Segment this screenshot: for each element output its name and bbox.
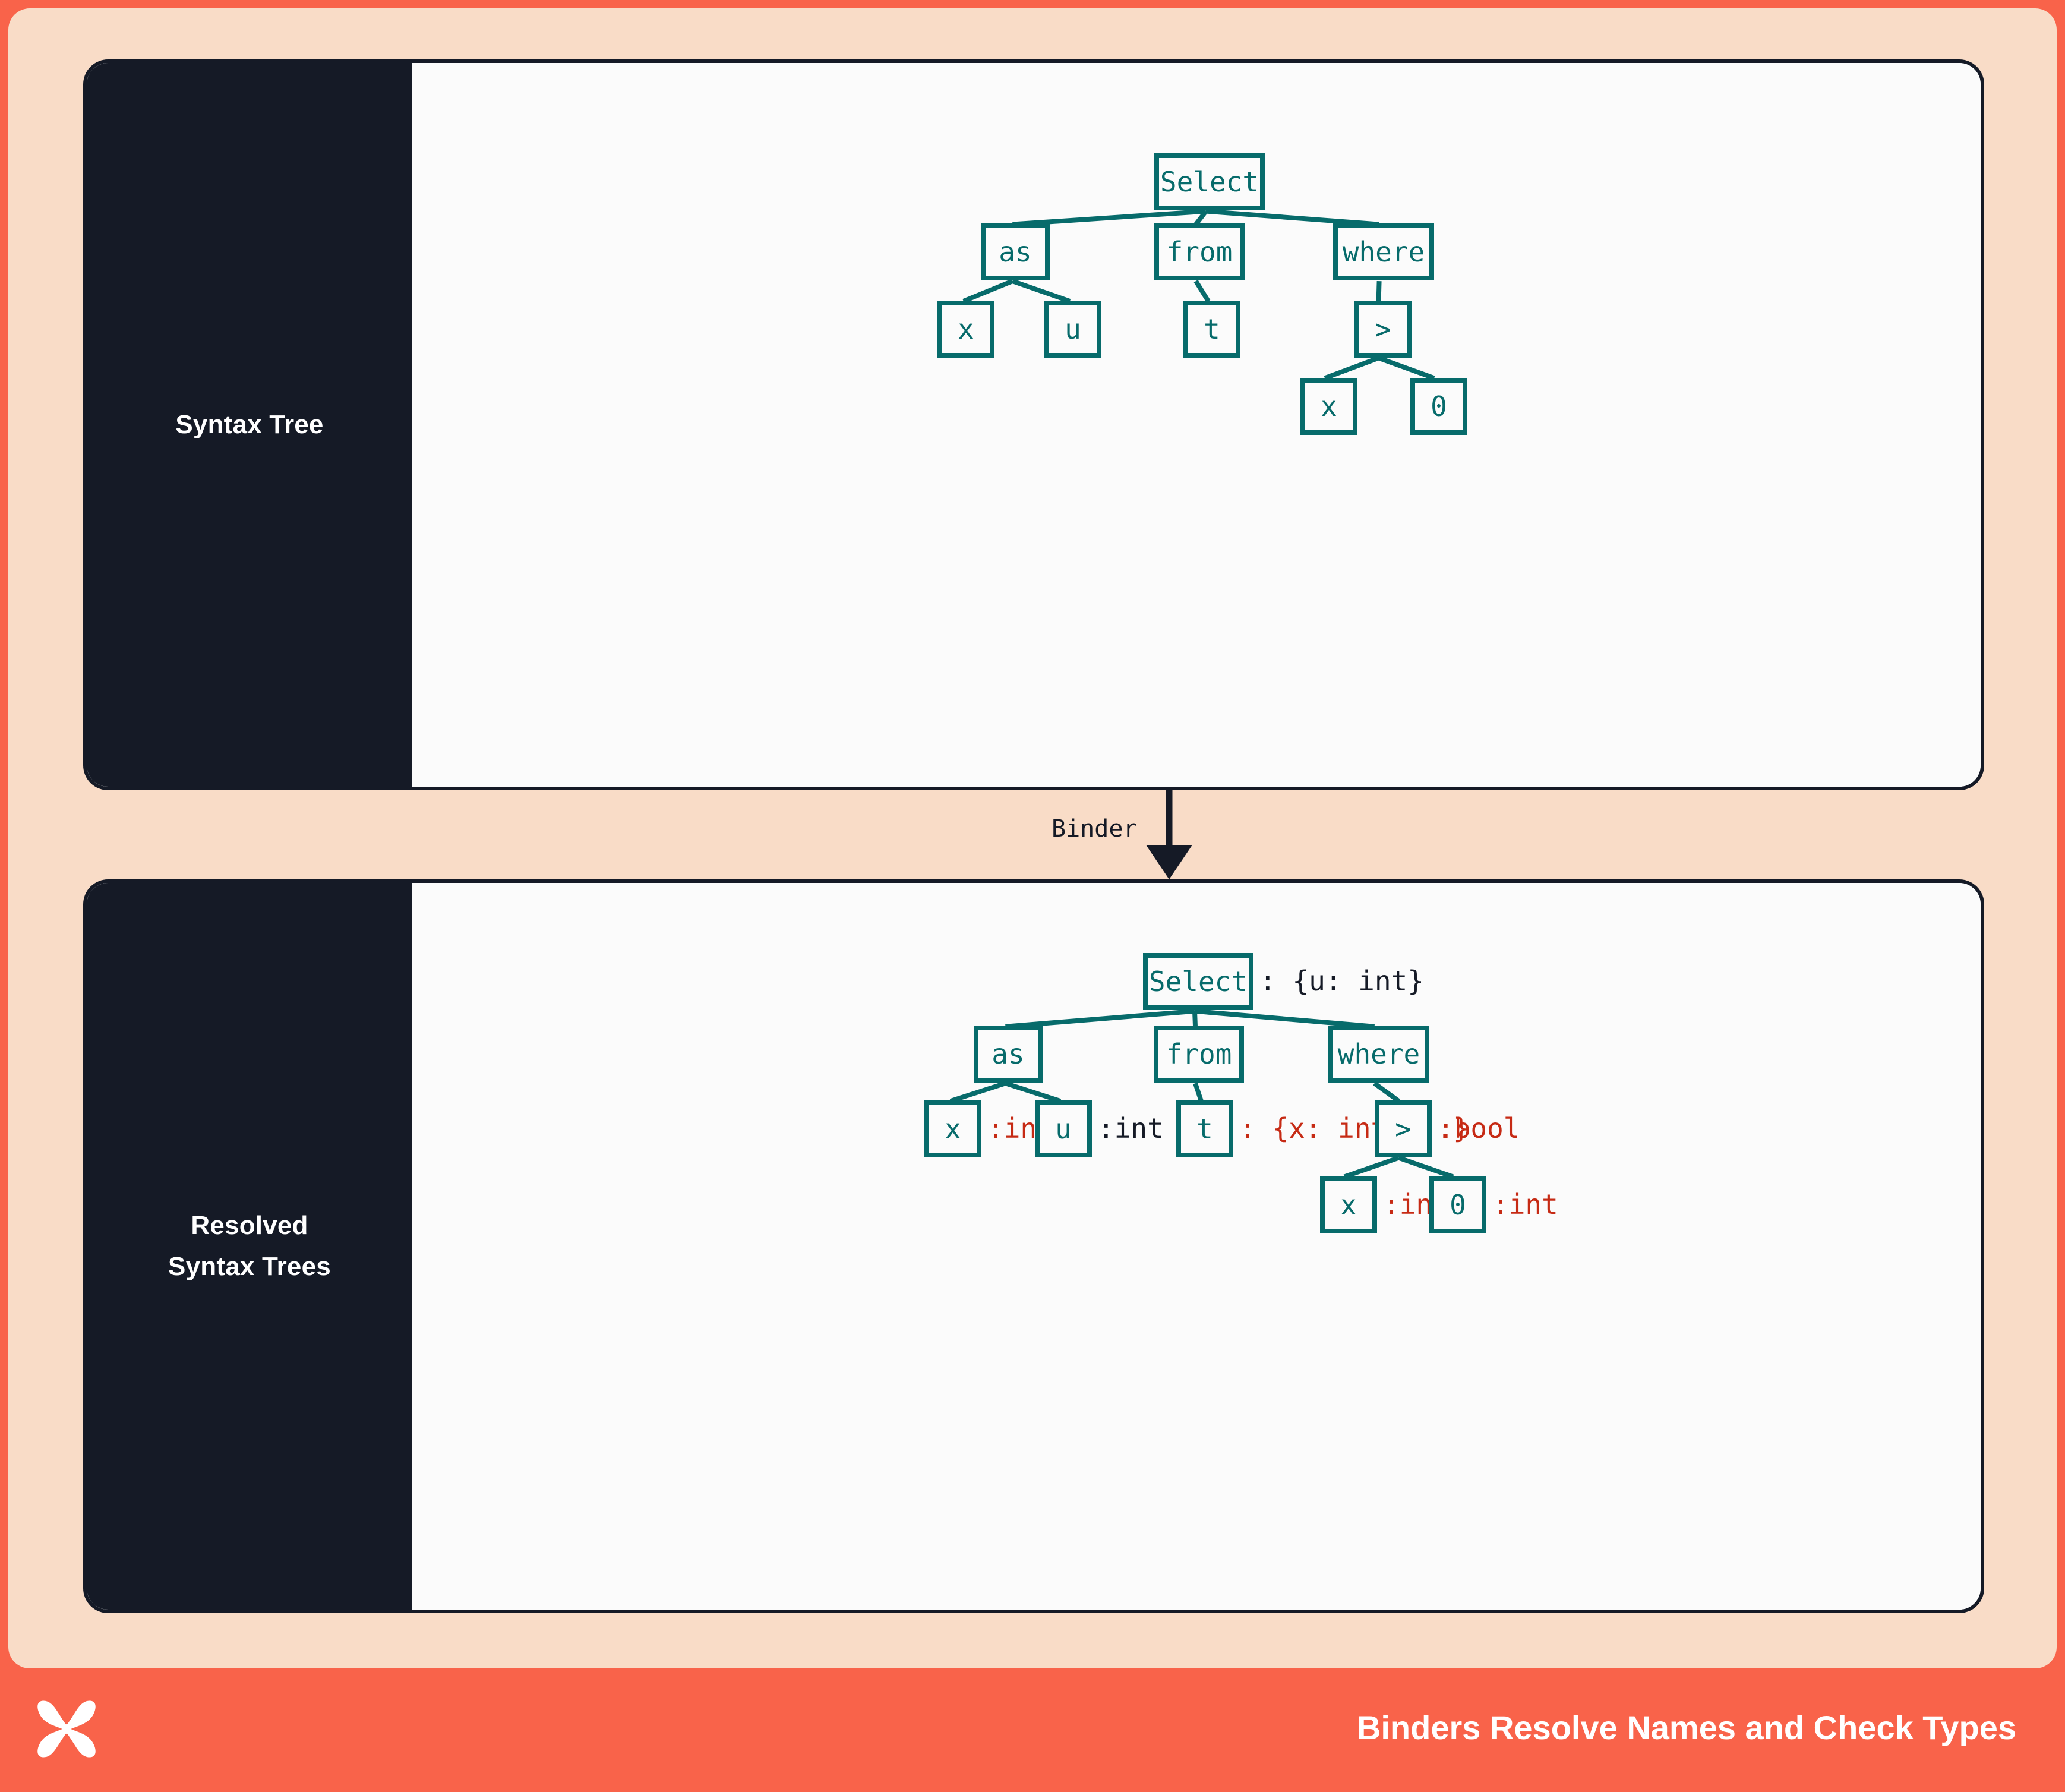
syntax-tree-node-gt[interactable]: > — [1354, 301, 1412, 358]
footer-bar: Binders Resolve Names and Check Types — [0, 1668, 2065, 1792]
syntax-tree-edge — [1324, 355, 1379, 381]
syntax-tree-edge — [1193, 210, 1208, 226]
syntax-tree-node-zero[interactable]: 0 — [1410, 378, 1467, 435]
resolved-tree-type-annotation-select: : {u: int} — [1259, 965, 1424, 997]
sidebar-label-syntax-tree: Syntax Tree — [87, 63, 412, 787]
binder-transition — [83, 790, 1984, 879]
resolved-tree-node-label: as — [992, 1038, 1025, 1070]
resolved-tree-node-label: where — [1337, 1038, 1420, 1070]
resolved-tree-node-t[interactable]: t — [1176, 1100, 1233, 1157]
syntax-tree-node-label: u — [1065, 313, 1081, 345]
syntax-tree-node-label: > — [1375, 313, 1391, 345]
resolved-tree-canvas: Select : {u: int} as from where x :int u :int t : … — [412, 883, 1981, 1610]
syntax-tree-node-from[interactable]: from — [1154, 223, 1245, 280]
syntax-tree-node-where[interactable]: where — [1333, 223, 1434, 280]
syntax-tree-node-label: 0 — [1431, 390, 1447, 422]
resolved-tree-edge — [1005, 1008, 1195, 1029]
resolved-tree-edges — [949, 1008, 1454, 1179]
resolved-tree-edge — [1398, 1155, 1454, 1179]
syntax-tree-node-x1[interactable]: x — [937, 301, 994, 358]
resolved-tree-node-label: Select — [1148, 966, 1248, 998]
resolved-tree-node-label: x — [945, 1113, 961, 1145]
syntax-tree-canvas: Select as from where x u t > x 0 — [412, 63, 1981, 787]
resolved-tree-node-label: t — [1196, 1113, 1213, 1145]
panel-syntax-tree: Syntax Tree Select as from where x u t > x 0 — [83, 59, 1984, 790]
syntax-tree-edge — [1193, 280, 1211, 303]
resolved-tree-node-label: > — [1395, 1113, 1412, 1145]
resolved-tree-type-annotation-u: :int — [1098, 1112, 1164, 1144]
syntax-tree-node-label: where — [1342, 236, 1425, 268]
syntax-tree-edges — [962, 209, 1435, 381]
syntax-tree-edge — [1012, 279, 1071, 304]
resolved-tree-node-label: x — [1340, 1189, 1357, 1221]
resolved-tree-edge — [1005, 1081, 1062, 1103]
resolved-tree-node-x2[interactable]: x — [1320, 1176, 1377, 1233]
resolved-tree-edge — [1194, 1008, 1375, 1029]
syntax-tree-node-select[interactable]: Select — [1154, 153, 1265, 210]
resolved-tree-type-annotation-zero: :int — [1492, 1188, 1558, 1220]
resolved-tree-node-label: 0 — [1450, 1189, 1466, 1221]
syntax-tree-node-x2[interactable]: x — [1300, 378, 1357, 435]
x-butterfly-logo-icon — [37, 1700, 96, 1758]
binder-label: Binder — [1052, 815, 1138, 843]
resolved-tree-node-u[interactable]: u — [1035, 1100, 1092, 1157]
syntax-tree-node-label: as — [999, 236, 1032, 268]
resolved-tree-node-select[interactable]: Select — [1143, 953, 1253, 1010]
syntax-tree-node-u[interactable]: u — [1044, 301, 1101, 358]
syntax-tree-node-as[interactable]: as — [981, 223, 1050, 280]
resolved-tree-edge — [1193, 1082, 1204, 1102]
resolved-tree-node-as[interactable]: as — [974, 1026, 1043, 1083]
syntax-tree-node-t[interactable]: t — [1183, 301, 1240, 358]
syntax-tree-node-label: t — [1204, 313, 1220, 345]
resolved-tree-node-where[interactable]: where — [1328, 1026, 1429, 1083]
resolved-tree-node-label: u — [1055, 1113, 1072, 1145]
binder-arrow-icon — [1146, 790, 1192, 879]
resolved-tree-node-x1[interactable]: x — [924, 1100, 981, 1157]
syntax-tree-edge — [1378, 355, 1435, 381]
syntax-tree-node-label: x — [958, 313, 974, 345]
resolved-tree-node-zero[interactable]: 0 — [1429, 1176, 1486, 1233]
syntax-tree-node-label: from — [1166, 236, 1233, 268]
resolved-tree-type-annotation-t: : {x: int,...} — [1239, 1112, 1470, 1144]
resolved-tree-edge — [949, 1081, 1006, 1103]
resolved-tree-node-label: from — [1166, 1038, 1232, 1070]
syntax-tree-node-label: x — [1321, 390, 1337, 422]
syntax-tree-edge — [962, 279, 1013, 304]
resolved-tree-node-from[interactable]: from — [1154, 1026, 1244, 1083]
syntax-tree-edge — [1012, 209, 1207, 227]
syntax-tree-edge — [1205, 209, 1379, 227]
syntax-tree-node-label: Select — [1160, 166, 1259, 198]
resolved-tree-node-gt[interactable]: > — [1375, 1100, 1432, 1157]
resolved-tree-edge — [1373, 1081, 1400, 1103]
resolved-tree-type-annotation-gt: :bool — [1438, 1112, 1520, 1144]
footer-title: Binders Resolve Names and Check Types — [1356, 1709, 2016, 1746]
resolved-tree-edge — [1343, 1155, 1400, 1179]
